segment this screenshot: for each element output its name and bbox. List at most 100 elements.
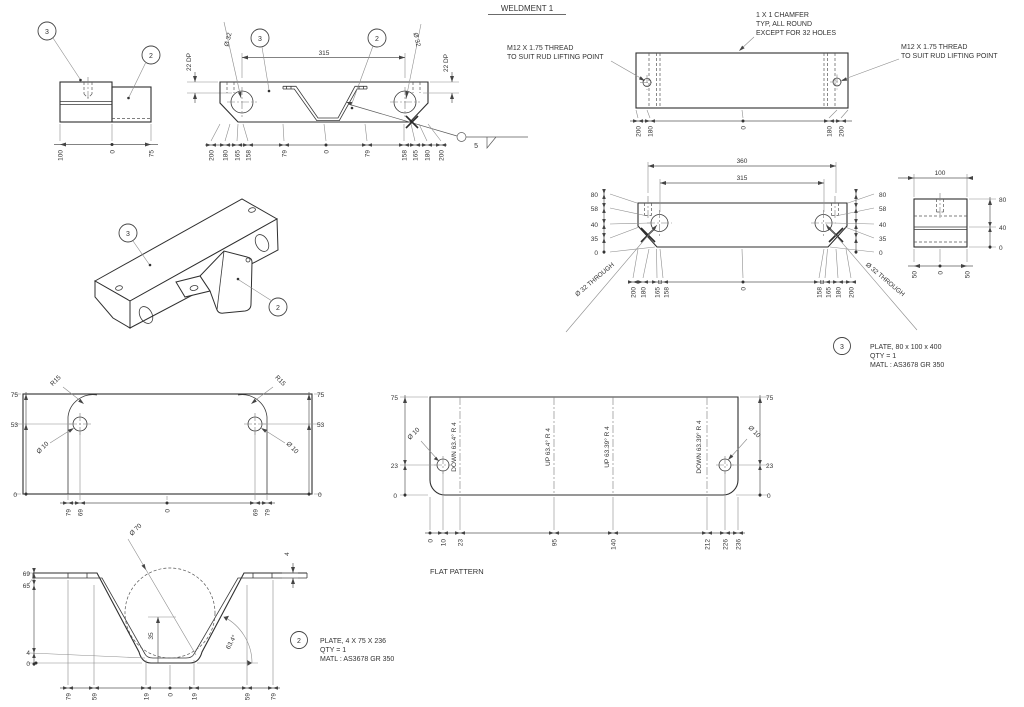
dim-label: 4 <box>284 552 291 556</box>
dim-label: 69 <box>23 571 31 578</box>
dim-label: 165 <box>826 287 833 298</box>
dim-label: 95 <box>552 539 559 547</box>
balloon-item3 <box>37 21 57 41</box>
dim-label: 165 <box>655 287 662 298</box>
view-front: 5 315 Ø 32 Ø 32 22 DP 3 2 200 180 165 15 <box>205 21 528 161</box>
dim-label: 58 <box>879 206 887 213</box>
thread-depth-label: 22 DP <box>186 53 193 71</box>
view-side: 100 0 75 22 DP 3 2 <box>37 21 232 161</box>
note-line: M12 X 1.75 THREAD <box>901 44 967 51</box>
view-label: FLAT PATTERN <box>430 567 484 576</box>
dim-label: 0 <box>393 493 397 500</box>
drawing-title: WELDMENT 1 <box>501 4 554 13</box>
dim-label: 79 <box>271 693 278 701</box>
view-isometric: 3 2 <box>93 198 288 329</box>
dim-label: 200 <box>849 287 856 298</box>
dim-label: 79 <box>265 509 272 517</box>
dim-label: 0 <box>741 287 748 291</box>
balloon-label: 3 <box>45 29 49 36</box>
balloon-item2 <box>290 631 308 649</box>
dim-label: 0 <box>110 150 117 154</box>
dim-label: 0 <box>594 250 598 257</box>
dim-label: 0 <box>26 661 30 668</box>
dim-label: 315 <box>319 50 330 57</box>
bend-label: UP 63.39° R 4 <box>603 426 611 468</box>
dim-label: 180 <box>223 150 230 161</box>
view-vee: Ø 70 35 63.4° 4 69 65 4 0 79 59 19 0 <box>23 522 308 701</box>
dim-label: 158 <box>664 287 671 298</box>
dim-label: 165 <box>413 150 420 161</box>
dim-label: 0 <box>168 693 175 697</box>
view-top: 1 X 1 CHAMFER TYP, ALL ROUND EXCEPT FOR … <box>507 12 998 137</box>
view-flat-pattern: DOWN 63.4° R 4 UP 63.4° R 4 UP 63.39° R … <box>391 395 774 576</box>
balloon-item2 <box>268 297 288 317</box>
dim-label: 100 <box>58 150 65 161</box>
dim-label: 0 <box>324 150 331 154</box>
weld-size-label: 5 <box>474 143 478 150</box>
balloon-item3 <box>833 337 851 355</box>
dim-label: 40 <box>879 222 887 229</box>
dim-label: 140 <box>611 539 618 550</box>
dim-label: 35 <box>879 236 887 243</box>
balloon-label: 2 <box>297 638 301 645</box>
balloon-label: 3 <box>126 231 130 238</box>
dim-label: 4 <box>26 650 30 657</box>
hole-callout: Ø 10 <box>285 440 300 455</box>
bend-label: DOWN 63.4° R 4 <box>450 422 458 472</box>
balloon-label: 2 <box>375 36 379 43</box>
dim-label: 50 <box>912 271 919 279</box>
dim-label: 19 <box>144 693 151 701</box>
dim-label: 180 <box>641 287 648 298</box>
hole-callout: Ø 70 <box>128 522 143 537</box>
dim-label: 80 <box>879 192 887 199</box>
dim-label: 75 <box>391 395 399 402</box>
dim-label: 0 <box>13 492 17 499</box>
radius-callout: R15 <box>273 374 287 388</box>
dim-label: 23 <box>766 463 774 470</box>
hole-callout: Ø 32 THROUGH <box>574 261 616 298</box>
dim-label: 180 <box>648 126 655 137</box>
item-desc: PLATE, 80 x 100 x 400 <box>870 344 942 351</box>
dim-label: 100 <box>935 170 946 177</box>
dim-label: 40 <box>591 222 599 229</box>
dim-label: 35 <box>591 236 599 243</box>
bend-label: UP 63.4° R 4 <box>544 428 552 466</box>
dim-label: 50 <box>965 271 972 279</box>
item-matl: MATL : AS3678 GR 350 <box>320 656 394 663</box>
item2-note: 2 PLATE, 4 X 75 X 236 QTY = 1 MATL : AS3… <box>290 631 394 663</box>
hole-callout: Ø 10 <box>747 424 762 439</box>
balloon-item2 <box>141 45 161 65</box>
dim-label: 65 <box>23 583 31 590</box>
hole-callout: Ø 10 <box>35 440 50 455</box>
dim-label: 69 <box>253 509 260 517</box>
dim-label: 79 <box>365 150 372 158</box>
dim-label: 315 <box>737 175 748 182</box>
dim-label: 53 <box>11 422 19 429</box>
dim-label: 80 <box>591 192 599 199</box>
dim-label: 75 <box>317 392 325 399</box>
dim-label: 180 <box>836 287 843 298</box>
dim-label: 79 <box>282 150 289 158</box>
dim-label: 79 <box>66 509 73 517</box>
view-plate: 75 53 0 75 53 0 R15 R15 Ø 10 Ø 10 79 69 … <box>11 374 325 516</box>
item-desc: PLATE, 4 X 75 X 236 <box>320 638 386 645</box>
note-line: EXCEPT FOR 32 HOLES <box>756 30 836 37</box>
dim-label: 200 <box>209 150 216 161</box>
dim-label: 53 <box>317 422 325 429</box>
item-qty: QTY = 1 <box>320 647 346 654</box>
view-end: 100 80 40 0 50 0 50 <box>898 170 1007 278</box>
dim-label: 58 <box>591 206 599 213</box>
item-matl: MATL : AS3678 GR 350 <box>870 362 944 369</box>
dim-label: 59 <box>92 693 99 701</box>
dim-label: 0 <box>999 245 1003 252</box>
hole-callout: Ø 32 <box>224 32 234 48</box>
note-line: TO SUIT RUD LIFTING POINT <box>901 53 998 60</box>
radius-callout: R15 <box>49 374 63 388</box>
dim-label: 180 <box>425 150 432 161</box>
dim-label: 158 <box>402 150 409 161</box>
dim-label: 165 <box>235 150 242 161</box>
dim-label: 180 <box>827 126 834 137</box>
item-qty: QTY = 1 <box>870 353 896 360</box>
